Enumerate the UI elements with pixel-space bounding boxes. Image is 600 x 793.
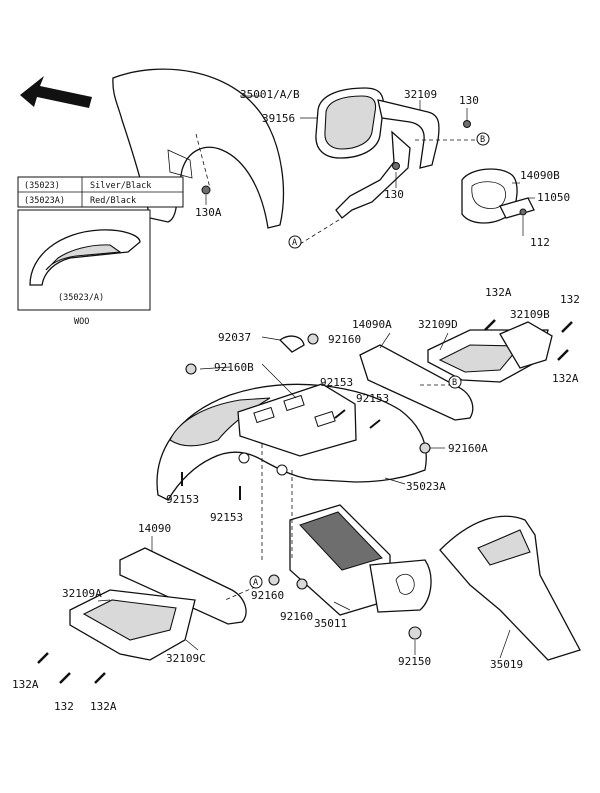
label-132A-low: 132A xyxy=(12,678,39,691)
front-direction-arrow-icon xyxy=(20,76,92,108)
label-92153-b: 92153 xyxy=(356,392,389,405)
license-plate-holder[interactable] xyxy=(439,515,581,661)
label-92150: 92150 xyxy=(398,655,431,668)
inset-part-label: (35023/A) xyxy=(58,293,104,303)
label-132-low: 132 xyxy=(54,700,74,713)
label-92160-mid: 92160 xyxy=(251,589,284,602)
ref-b-mid: B xyxy=(452,378,457,388)
label-11050: 11050 xyxy=(537,191,570,204)
inset-rear-fender-view: (35023/A) WOO xyxy=(17,209,151,327)
label-132A-right: 132A xyxy=(552,372,579,385)
label-132A-low2: 132A xyxy=(90,700,117,713)
label-92153-a: 92153 xyxy=(320,376,353,389)
label-35019: 35019 xyxy=(490,658,523,671)
label-112: 112 xyxy=(530,236,550,249)
label-130-b: 130 xyxy=(384,188,404,201)
left-side-bracket[interactable] xyxy=(69,547,247,661)
ref-b-top: B xyxy=(480,135,485,145)
luggage-rack[interactable] xyxy=(315,87,440,219)
label-39156: 39156 xyxy=(262,112,295,125)
label-32109B: 32109B xyxy=(510,308,550,321)
label-14090b: 14090B xyxy=(520,169,560,182)
label-92160-low: 92160 xyxy=(280,610,313,623)
label-32109D: 32109D xyxy=(418,318,458,331)
label-92160B: 92160B xyxy=(214,361,254,374)
label-35011: 35011 xyxy=(314,617,347,630)
label-132-top: 132 xyxy=(560,293,580,306)
label-14090: 14090 xyxy=(138,522,171,535)
label-35001: 35001/A/B xyxy=(240,88,300,101)
ref-a-mid: A xyxy=(253,578,258,588)
label-14090A: 14090A xyxy=(352,318,392,331)
rack-bracket[interactable] xyxy=(461,168,535,224)
color-code-1: (35023) xyxy=(24,181,60,191)
bolts-and-nuts xyxy=(37,120,573,684)
color-name-1: Silver/Black xyxy=(90,181,151,191)
part-labels: 35001/A/B 39156 32109 130 130 14090B 110… xyxy=(12,88,580,713)
label-130A: 130A xyxy=(195,206,222,219)
ref-a-top: A xyxy=(292,238,297,248)
license-plate-bracket[interactable] xyxy=(289,504,432,616)
leader-lines xyxy=(97,95,535,659)
color-name-2: Red/Black xyxy=(90,196,136,206)
label-92153-d: 92153 xyxy=(210,511,243,524)
color-code-2: (35023A) xyxy=(24,196,65,206)
label-92160A: 92160A xyxy=(448,442,488,455)
reference-markers: A B B A xyxy=(249,132,490,589)
label-32109C: 32109C xyxy=(166,652,206,665)
inset-caption: WOO xyxy=(74,317,89,327)
right-side-bracket[interactable] xyxy=(359,321,553,421)
label-130-a: 130 xyxy=(459,94,479,107)
label-32109: 32109 xyxy=(404,88,437,101)
label-132A-top: 132A xyxy=(485,286,512,299)
label-92160-top: 92160 xyxy=(328,333,361,346)
rear-fender[interactable] xyxy=(156,383,427,501)
label-92037: 92037 xyxy=(218,331,251,344)
label-92153-c: 92153 xyxy=(166,493,199,506)
label-32109A: 32109A xyxy=(62,587,102,600)
color-table: (35023) Silver/Black (35023A) Red/Black xyxy=(17,176,184,208)
label-35023A: 35023A xyxy=(406,480,446,493)
